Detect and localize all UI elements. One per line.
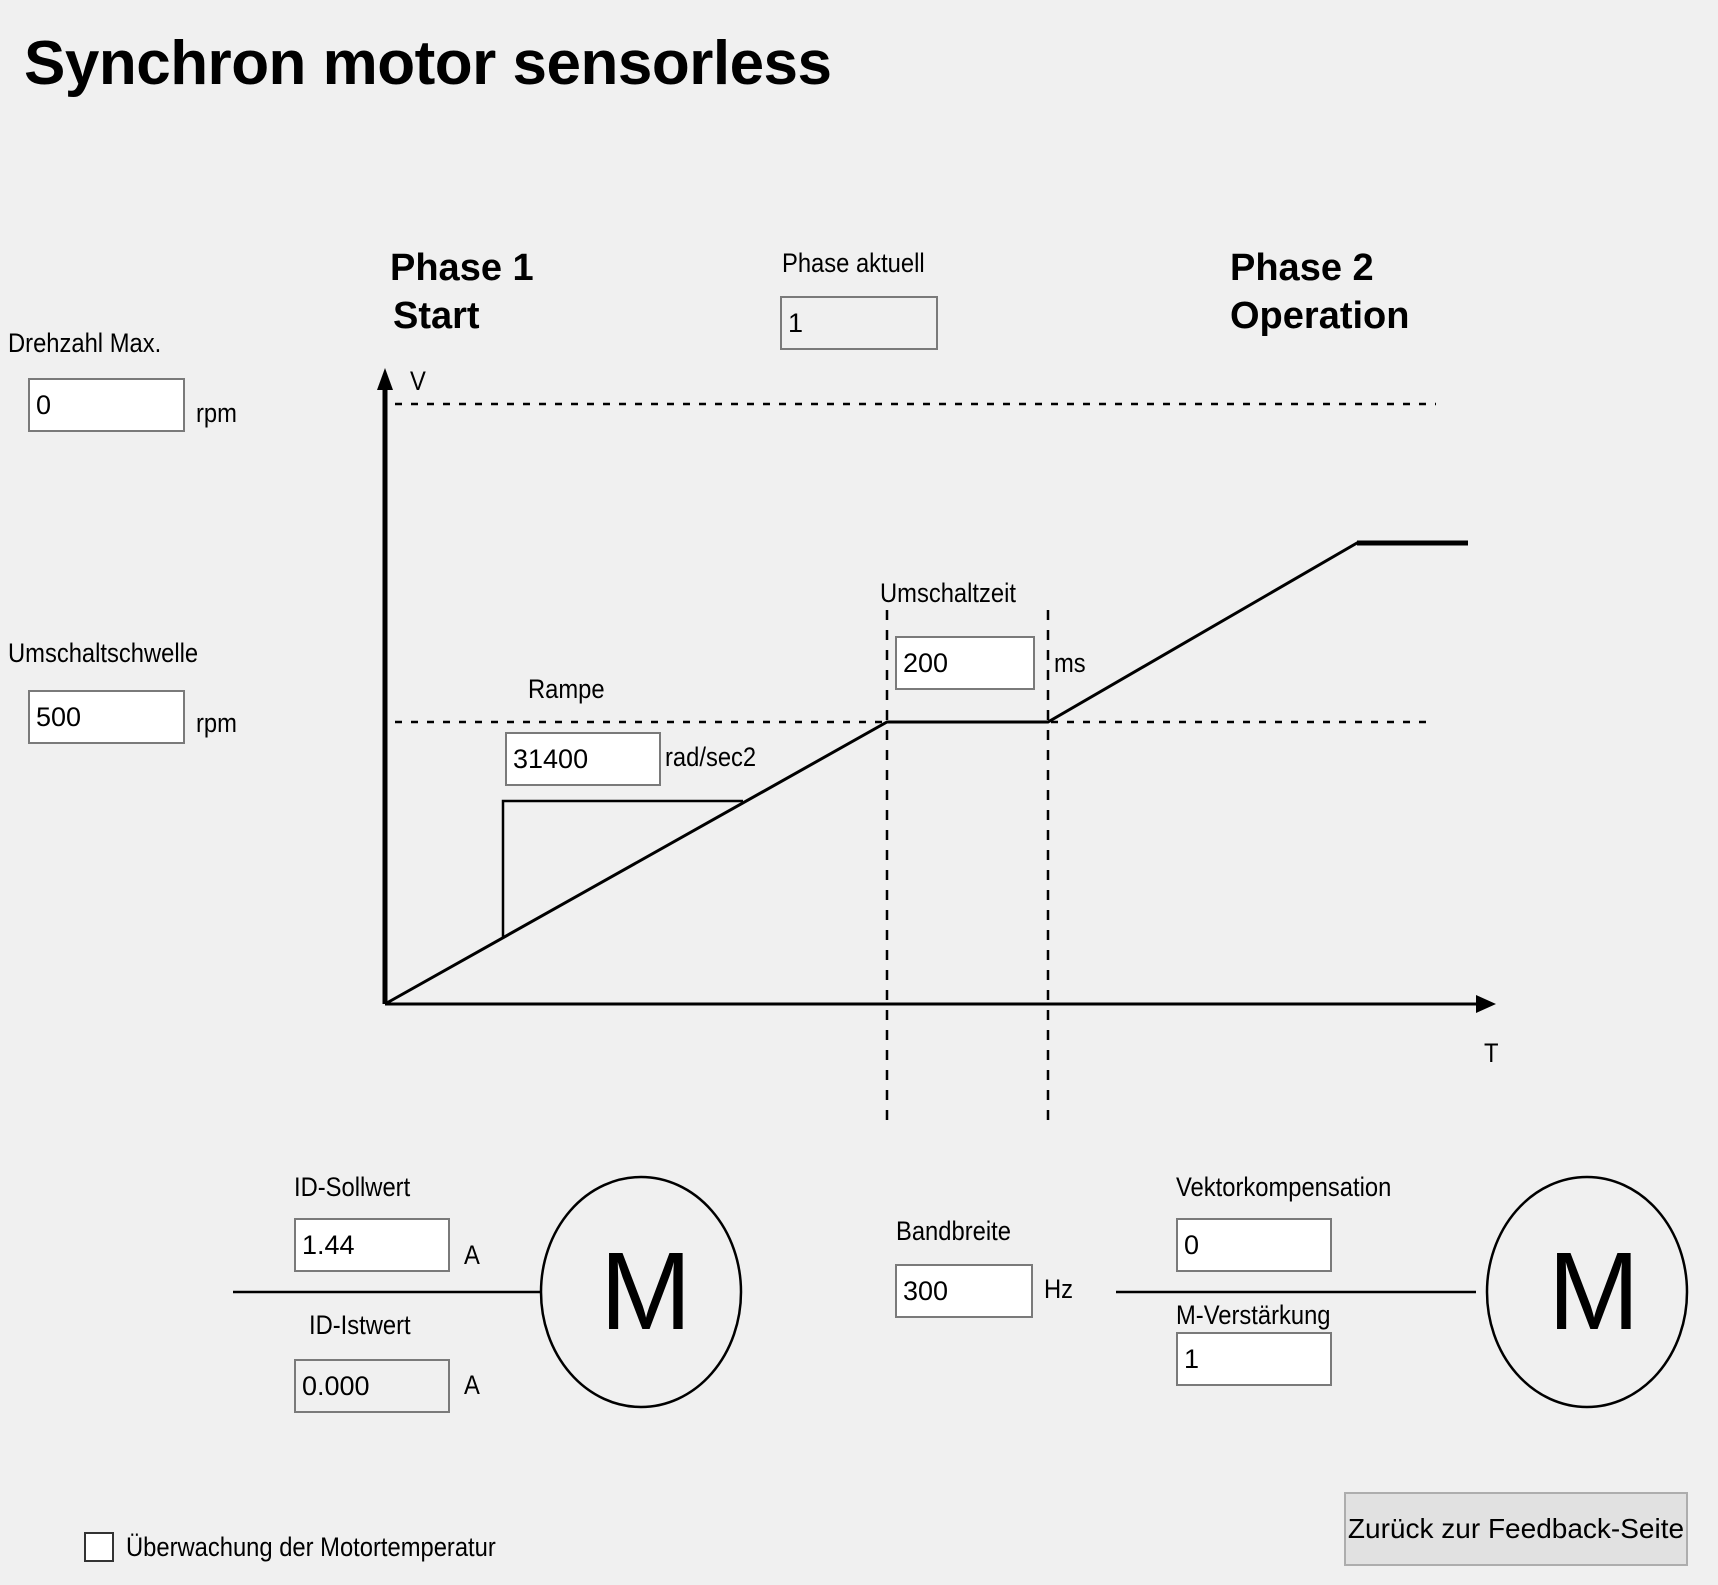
rampe-input[interactable] [505,732,661,786]
right-motor-symbol: M [1548,1230,1640,1353]
umschaltzeit-input[interactable] [895,636,1035,690]
phase1-heading: Phase 1 Start [390,244,534,340]
bandbreite-label: Bandbreite [896,1216,1011,1246]
left-motor-icon [539,1175,743,1409]
phase2-heading: Phase 2 Operation [1230,244,1409,340]
t-axis-label: T [1484,1038,1499,1068]
umschaltzeit-unit: ms [1054,648,1086,678]
phase1-subtitle: Start [393,295,480,337]
drehzahl-max-input[interactable] [28,378,185,432]
id-istwert-unit: A [464,1370,480,1400]
rampe-unit: rad/sec2 [665,742,757,772]
phase-current-label: Phase aktuell [782,248,925,278]
phase2-title: Phase 2 [1230,247,1374,289]
id-istwert-label: ID-Istwert [309,1310,411,1340]
m-verstaerkung-label: M-Verstärkung [1176,1300,1331,1330]
drehzahl-max-unit: rpm [196,398,237,428]
id-sollwert-unit: A [464,1240,480,1270]
page-title: Synchron motor sensorless [24,29,832,98]
umschaltschwelle-label: Umschaltschwelle [8,638,199,668]
umschaltzeit-label: Umschaltzeit [880,578,1017,608]
t-axis-arrowhead [1476,995,1496,1013]
v-axis-arrowhead [377,368,393,390]
bandbreite-input[interactable] [895,1264,1033,1318]
phase-current-field [780,296,938,350]
id-sollwert-input[interactable] [294,1218,450,1272]
rampe-label: Rampe [528,674,605,704]
phase1-title: Phase 1 [390,247,534,289]
left-motor-symbol: M [600,1230,692,1353]
v-axis-label: V [410,366,426,396]
umschaltschwelle-unit: rpm [196,708,237,738]
back-to-feedback-button[interactable]: Zurück zur Feedback-Seite [1344,1492,1688,1566]
vektorkompensation-input[interactable] [1176,1218,1332,1272]
m-verstaerkung-input[interactable] [1176,1332,1332,1386]
id-sollwert-label: ID-Sollwert [294,1172,411,1202]
temp-monitor-checkbox[interactable] [84,1532,114,1562]
vektorkompensation-label: Vektorkompensation [1176,1172,1392,1202]
ramp-slope-triangle [501,799,743,938]
id-istwert-field [294,1359,450,1413]
phase2-subtitle: Operation [1230,295,1410,337]
temp-monitor-label[interactable]: Überwachung der Motortemperatur [126,1532,496,1562]
bandbreite-unit: Hz [1044,1274,1074,1304]
drehzahl-max-label: Drehzahl Max. [8,328,162,358]
umschaltschwelle-input[interactable] [28,690,185,744]
right-motor-icon [1485,1175,1689,1409]
